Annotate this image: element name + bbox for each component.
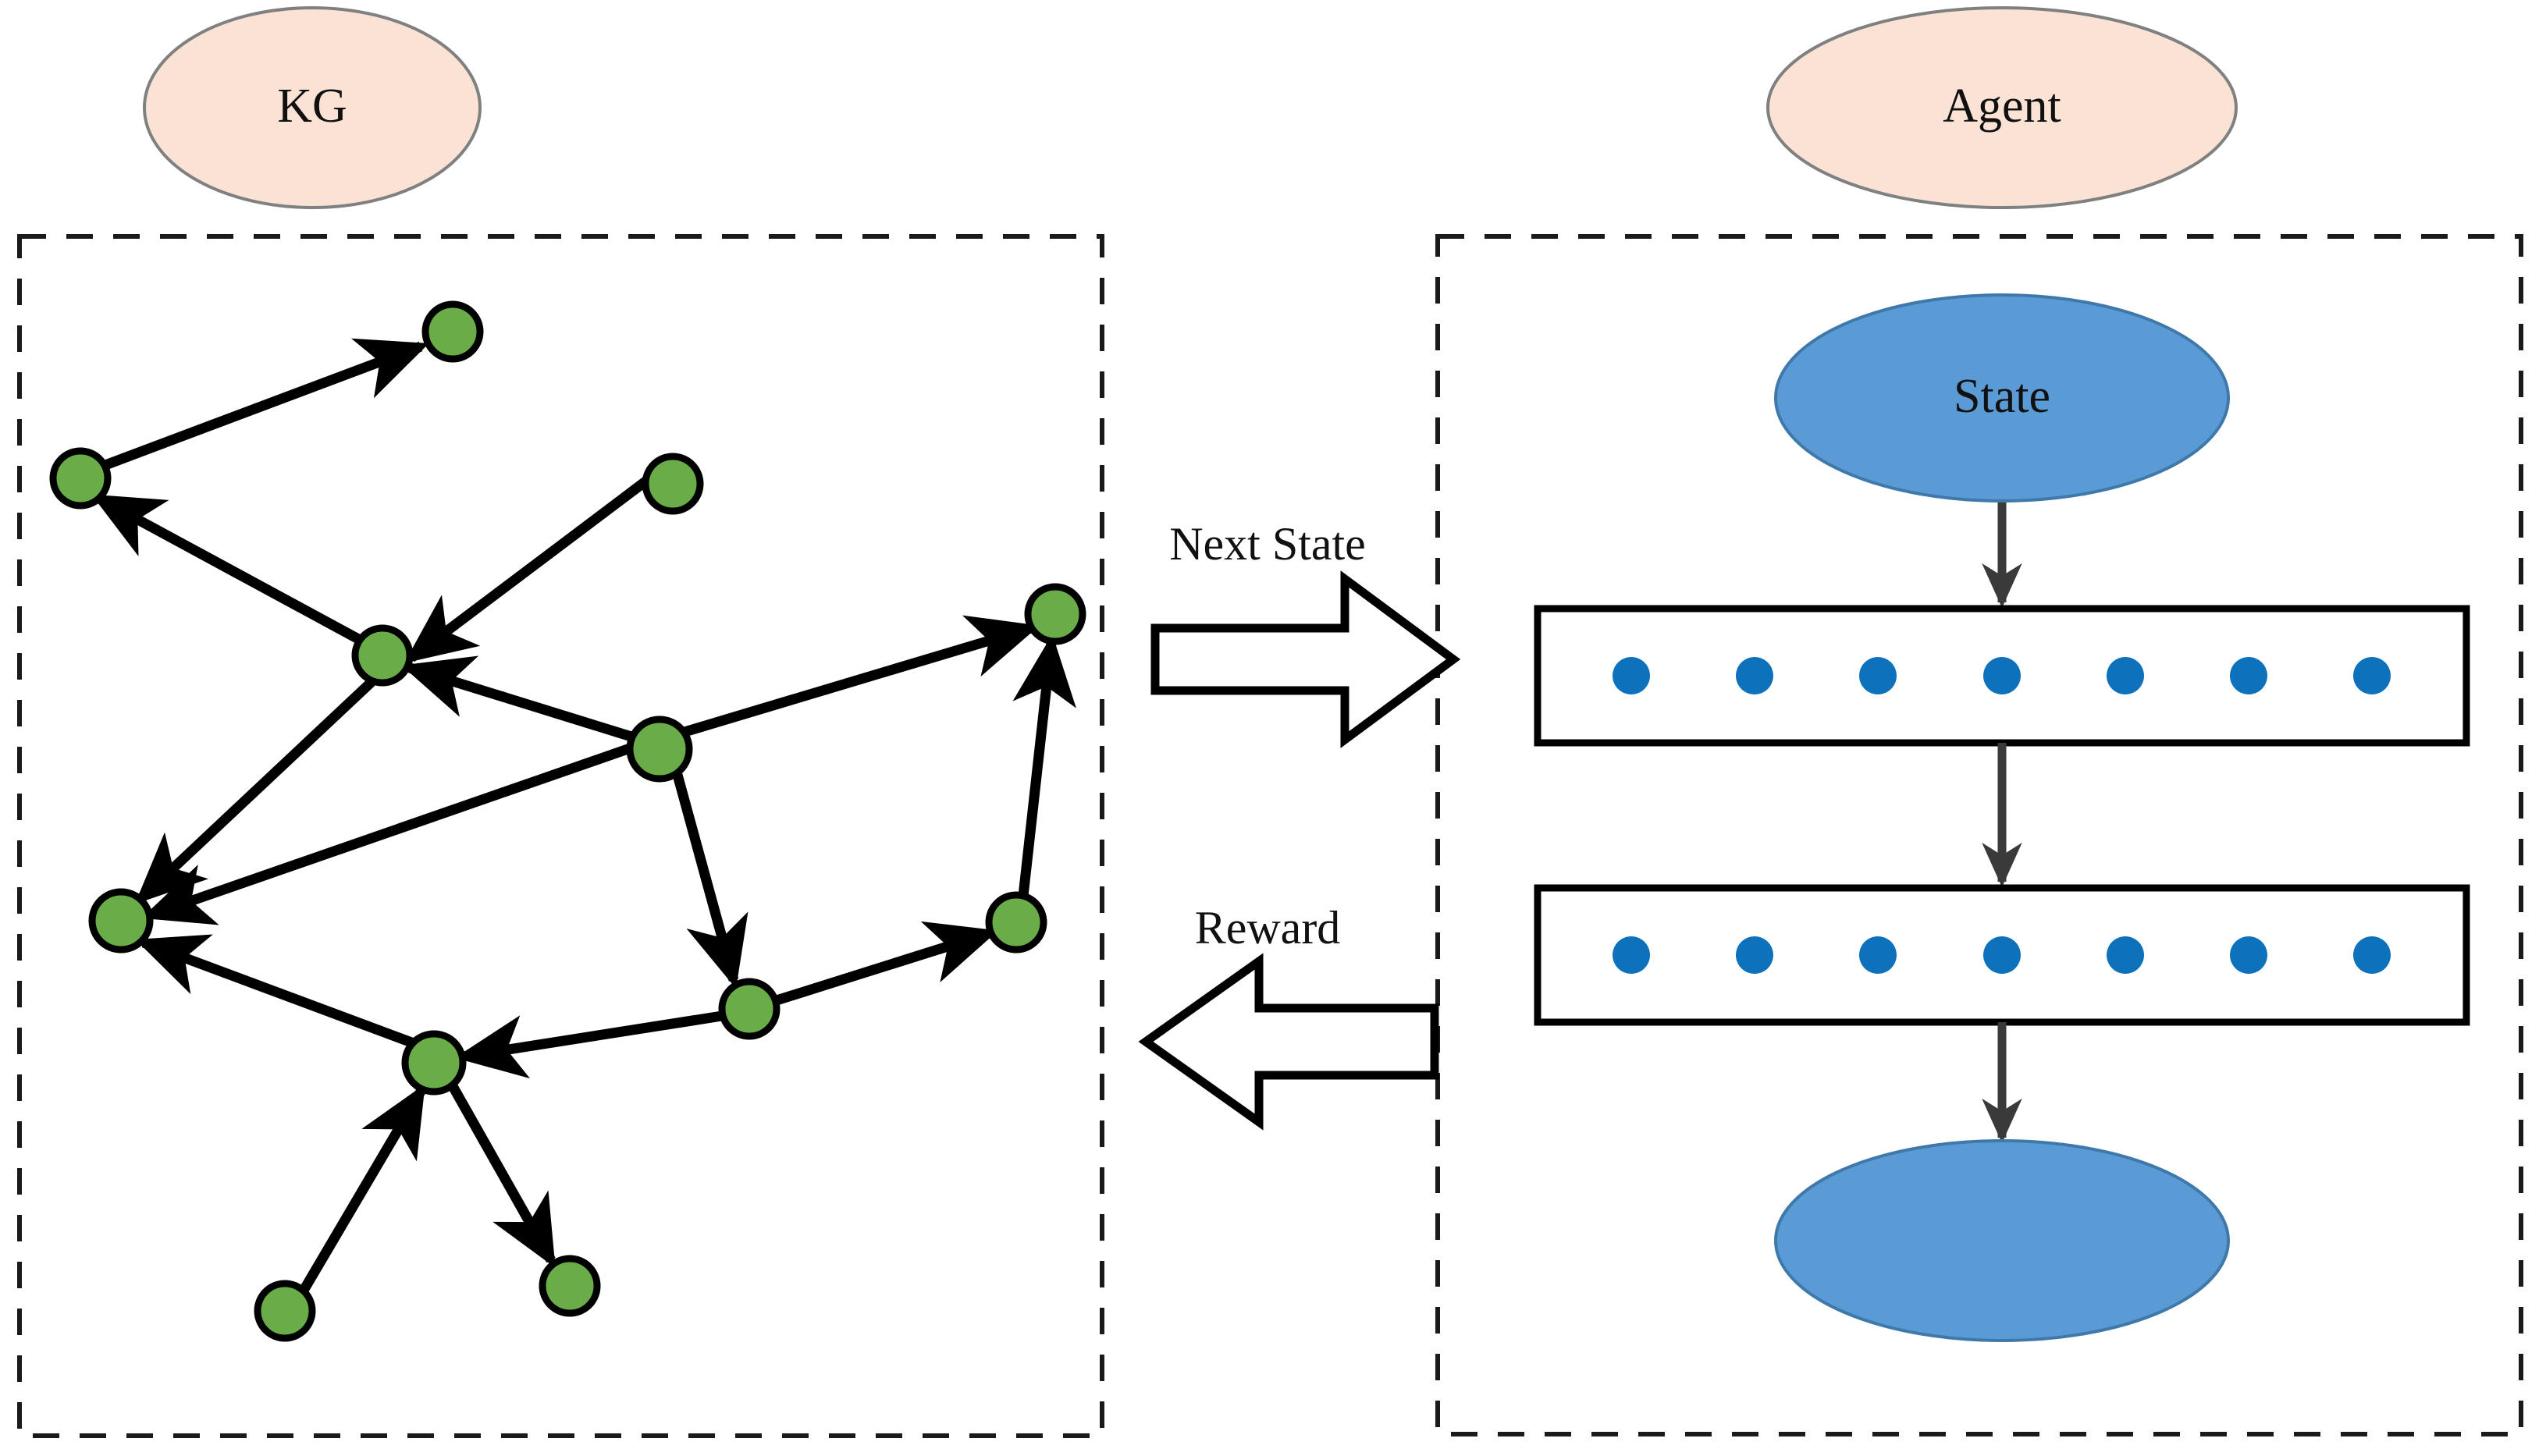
kg-edge [404,474,652,663]
agent-panel [1435,234,2523,1436]
neuron [2353,936,2391,974]
agent-title-label: Agent [1943,80,2061,133]
kg-node[interactable] [985,891,1047,954]
neuron [1613,657,1650,694]
kg-node[interactable] [88,888,154,954]
agent-title-ellipse [1766,6,2238,209]
kg-node[interactable] [401,1030,467,1096]
kg-edge [683,615,1040,737]
kg-title-badge: KG [143,6,482,209]
reward-block-arrow-icon [1138,953,1439,1131]
kg-edge [300,1084,425,1292]
state-ellipse [1774,293,2230,502]
kg-edge-group [91,338,1076,1292]
kg-edge [401,655,635,743]
kg-node[interactable] [626,716,693,783]
kg-edge [454,1010,724,1079]
neuron [1736,936,1773,974]
neuron [1613,936,1650,974]
next-state-label: Next State [1169,518,1366,570]
kg-edge [1012,634,1076,897]
neuron [2230,936,2267,974]
kg-edge [141,742,635,925]
kg-node[interactable] [718,978,781,1040]
kg-node[interactable] [642,453,704,515]
agent-title-badge: Agent [1766,6,2238,209]
kg-edge [448,1083,556,1268]
state-label: State [1954,370,2050,423]
neuron [2107,936,2144,974]
kg-edge [91,494,363,645]
kg-panel [17,234,1104,1438]
agent-layer-1 [1534,605,2470,747]
agent-layer-2 [1534,884,2470,1026]
output-ellipse [1774,1139,2230,1342]
kg-node[interactable] [1024,583,1086,645]
kg-node[interactable] [539,1255,601,1317]
kg-title-ellipse [143,6,482,209]
reward-flow: Reward [1138,902,1439,1131]
next-state-flow: Next State [1150,518,1461,748]
neuron [1736,657,1773,694]
kg-node-group [49,300,1086,1342]
neuron [2353,657,2391,694]
kg-edge [775,921,998,1006]
kg-node[interactable] [421,300,484,363]
kg-edge [103,338,429,471]
kg-edge [135,934,416,1049]
neuron [1859,657,1897,694]
neuron [1859,936,1897,974]
kg-node[interactable] [351,624,414,687]
neuron [2230,657,2267,694]
kg-edge [672,773,749,989]
kg-edge [134,678,375,904]
next-state-block-arrow-icon [1150,570,1461,748]
neuron [1983,936,2021,974]
kg-title-label: KG [277,80,347,133]
kg-node[interactable] [254,1280,316,1342]
neuron [1983,657,2021,694]
kg-node[interactable] [49,447,112,510]
neuron [2107,657,2144,694]
agent-state-node: State [1774,293,2230,502]
agent-output-node [1774,1139,2230,1342]
reward-label: Reward [1195,902,1341,954]
